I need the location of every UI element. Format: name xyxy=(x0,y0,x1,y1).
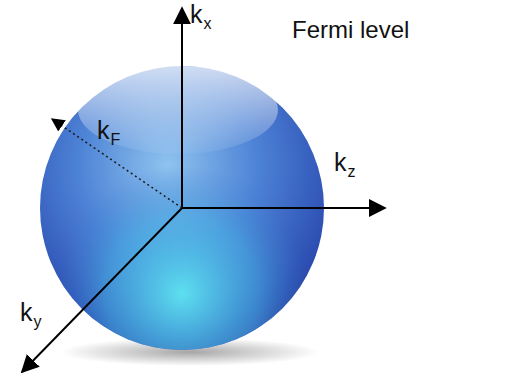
axis-label: kx xyxy=(190,2,212,32)
kz-axis xyxy=(182,207,385,209)
ky-axis xyxy=(22,208,182,372)
axis-label: ky xyxy=(20,300,42,330)
radius-line xyxy=(52,119,182,208)
kx-axis xyxy=(181,8,183,208)
sphere-highlight xyxy=(78,66,278,154)
axis-label: kz xyxy=(334,150,356,180)
radius-label: kF xyxy=(97,118,120,148)
fermi-level-label: Fermi level xyxy=(292,16,409,44)
